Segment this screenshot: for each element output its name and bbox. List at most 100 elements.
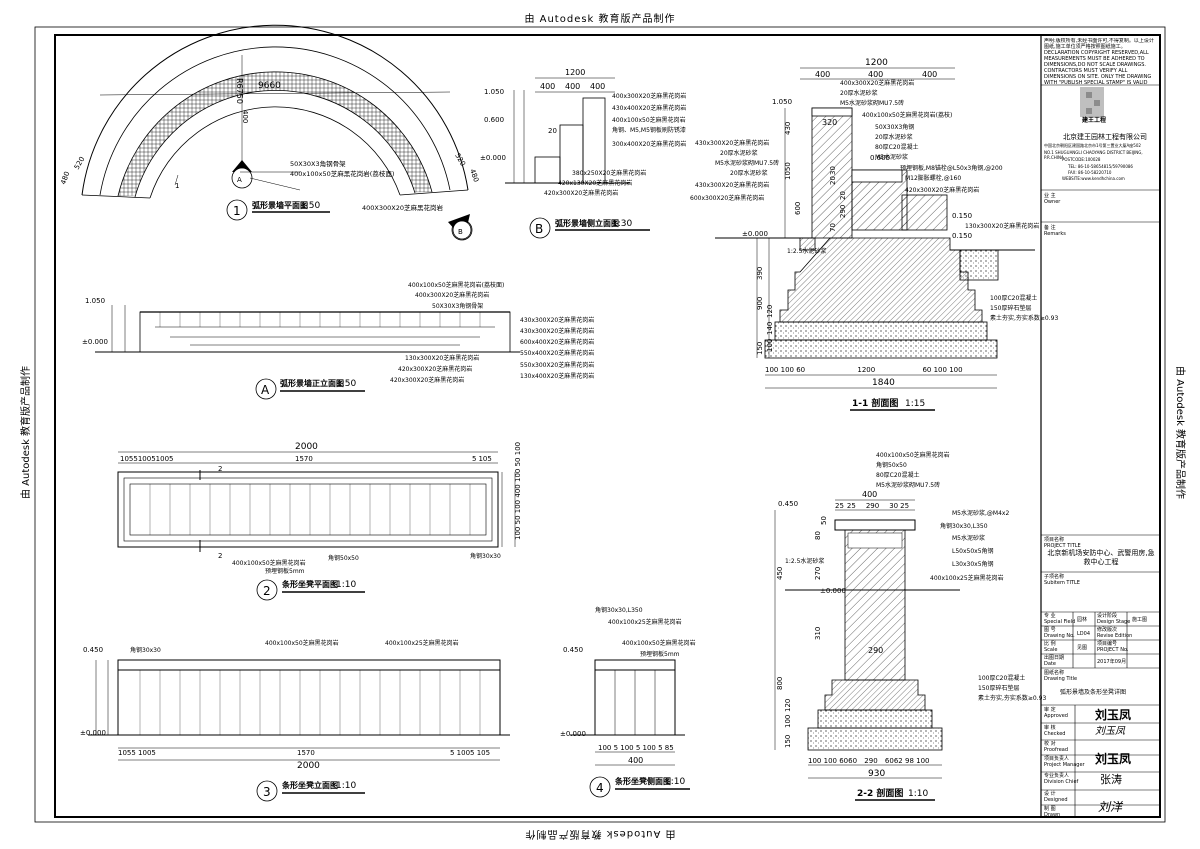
company-web: WEBSITE:www.kendhchina.com (1062, 176, 1125, 181)
svg-text:弧形景墙平面图: 弧形景墙平面图 (252, 200, 308, 210)
s11-dim-400a: 400 (815, 70, 830, 79)
svg-text:310: 310 (814, 627, 822, 640)
svg-text:L30x30x5角钢: L30x30x5角钢 (952, 560, 994, 568)
bench-plan-note-c: 角钢30x30 (470, 552, 501, 560)
proofread-signature: 刘玉凤 (1095, 752, 1132, 766)
bench-plan-left-dims: 105510051005 (120, 455, 173, 463)
bench-elevation-drawing (88, 659, 510, 761)
bench-side-note-3: 400x100x50芝麻黑花岗岩 (622, 639, 696, 647)
approved-signature: 刘玉凤 (1095, 708, 1132, 722)
front-elev-title: A 弧形景墙正立面图 1:50 (255, 378, 365, 400)
arc-dim-480a: 480 (59, 170, 71, 185)
svg-text:M5水泥砂浆砌MU7.5砖: M5水泥砂浆砌MU7.5砖 (876, 481, 940, 489)
title-block-grid (1041, 84, 1160, 817)
bench-side-note-4: 预埋钢板5mm (640, 650, 680, 658)
bench-plan-note-b: 角钢50x50 (328, 554, 359, 562)
arc-note-3: 400X300X20芝麻黑花岗岩 (362, 203, 443, 212)
front-elevation-drawing (95, 305, 520, 353)
svg-text:M5水泥砂浆,@M4x2: M5水泥砂浆,@M4x2 (952, 509, 1009, 517)
bench-side-note-2: 400x100x25芝麻黑花岗岩 (608, 618, 682, 626)
svg-text:380x250X20芝麻黑花岗岩: 380x250X20芝麻黑花岗岩 (572, 169, 646, 177)
svg-text:1:10: 1:10 (665, 777, 685, 787)
s22-level-0450: 0.450 (778, 500, 798, 508)
svg-text:400x100x50芝麻黑花岗岩: 400x100x50芝麻黑花岗岩 (876, 451, 950, 459)
svg-text:800: 800 (776, 677, 784, 690)
svg-text:150: 150 (784, 735, 792, 748)
company-name: 北京建王园林工程有限公司 (1063, 133, 1147, 141)
svg-text:420x130X20芝麻黑花岗岩: 420x130X20芝麻黑花岗岩 (558, 179, 632, 187)
s11-dim-400b: 400 (868, 70, 883, 79)
svg-text:20厚水泥砂浆: 20厚水泥砂浆 (875, 133, 913, 141)
svg-text:素土夯实,夯实系数≥0.93: 素土夯实,夯实系数≥0.93 (990, 314, 1058, 322)
svg-text:150: 150 (756, 342, 764, 355)
bench-elev-mid: 1570 (297, 749, 315, 757)
svg-text:400x300X20芝麻黑花岗岩: 400x300X20芝麻黑花岗岩 (840, 79, 914, 87)
svg-text:1:15: 1:15 (905, 399, 925, 409)
s11-level-b: 0.150 (952, 232, 972, 240)
bench-plan-note-d: 预埋钢板5mm (265, 567, 305, 575)
s22-bottom-dims: 100 100 6060 290 6062 98 100 (808, 757, 930, 765)
svg-text:400x300X20芝麻黑花岗岩: 400x300X20芝麻黑花岗岩 (415, 291, 489, 299)
svg-text:M12膨胀螺栓,@160: M12膨胀螺栓,@160 (905, 174, 961, 182)
svg-text:120: 120 (784, 699, 792, 712)
bench-plan-drawing (117, 451, 516, 552)
chief-signature: 张涛 (1100, 773, 1122, 786)
front-level-1050: 1.050 (85, 297, 105, 305)
svg-text:1:10: 1:10 (336, 781, 356, 791)
svg-text:80: 80 (814, 531, 822, 540)
design-stage-value: 施工图 (1132, 617, 1148, 623)
s22-290: 290 (868, 646, 883, 655)
svg-text:弧形景墙正立面图: 弧形景墙正立面图 (280, 378, 344, 388)
svg-text:80厚C20混凝土: 80厚C20混凝土 (876, 471, 919, 479)
bench-plan-v-dims: 100 50 100 400 100 50 100 (514, 442, 522, 540)
svg-text:900: 900 (756, 297, 764, 310)
svg-text:550x400X20芝麻黑花岗岩: 550x400X20芝麻黑花岗岩 (520, 349, 594, 357)
sheet-outer-border (34, 26, 1166, 823)
arc-plan-drawing (81, 24, 473, 241)
bench-side-note-1: 角钢30x30,L350 (595, 606, 643, 614)
svg-text:M5水泥砂浆砌MU7.5砖: M5水泥砂浆砌MU7.5砖 (715, 159, 779, 167)
bench-elev-note-2: 400x100x50芝麻黑花岗岩 (265, 639, 339, 647)
bench-plan-title: 2 条形坐凳平面图 1:10 (256, 579, 365, 601)
s11-dim-320: 320 (822, 118, 837, 127)
svg-text:20: 20 (839, 191, 847, 200)
svg-text:20厚水泥砂浆: 20厚水泥砂浆 (730, 169, 768, 177)
svg-text:50X30X3角钢骨架: 50X30X3角钢骨架 (432, 302, 483, 310)
svg-text:430: 430 (784, 122, 792, 135)
bench-elev-level-0450: 0.450 (83, 646, 103, 654)
bench-plan-mid: 1570 (295, 455, 313, 463)
date-value: 2017年09月 (1097, 659, 1127, 665)
svg-text:300x400X20芝麻黑花岗岩: 300x400X20芝麻黑花岗岩 (612, 140, 686, 148)
svg-text:条形坐凳立面图: 条形坐凳立面图 (281, 780, 338, 790)
front-level-000: ±0.000 (82, 338, 108, 346)
svg-text:100厚C20混凝土: 100厚C20混凝土 (978, 674, 1025, 682)
arc-plan-title: 1 弧形景墙平面图 1:50 (226, 199, 330, 221)
side-dim-400c: 400 (590, 82, 605, 91)
bench-side-bottom-dims: 100 5 100 5 100 5 85 (598, 744, 674, 752)
bench-plan-note-a: 400x100x50芝麻黑花岗岩 (232, 559, 306, 567)
drawn-signature: 刘洋 (1098, 800, 1123, 814)
svg-text:420x300X20芝麻黑花岗岩: 420x300X20芝麻黑花岗岩 (398, 365, 472, 373)
arc-chord-dim: 9660 (258, 81, 281, 91)
company-address: 中国北京朝阳区建国路北京市1号第三置业大厦A座502 (1044, 143, 1141, 148)
svg-text:450: 450 (776, 567, 784, 580)
svg-text:A: A (261, 383, 270, 397)
svg-text:1:2.5水泥砂浆: 1:2.5水泥砂浆 (785, 557, 824, 565)
svg-text:130x300X20芝麻黑花岗岩: 130x300X20芝麻黑花岗岩 (405, 354, 479, 362)
svg-text:30: 30 (829, 166, 837, 175)
svg-text:1: 1 (233, 204, 241, 218)
drawing-title-value: 弧形景墙及条形坐凳详图 (1060, 689, 1127, 696)
svg-text:430x300X20芝麻黑花岗岩: 430x300X20芝麻黑花岗岩 (695, 139, 769, 147)
arc-dim-480b: 480 (468, 168, 480, 183)
scale-value: 见图 (1077, 645, 1088, 651)
